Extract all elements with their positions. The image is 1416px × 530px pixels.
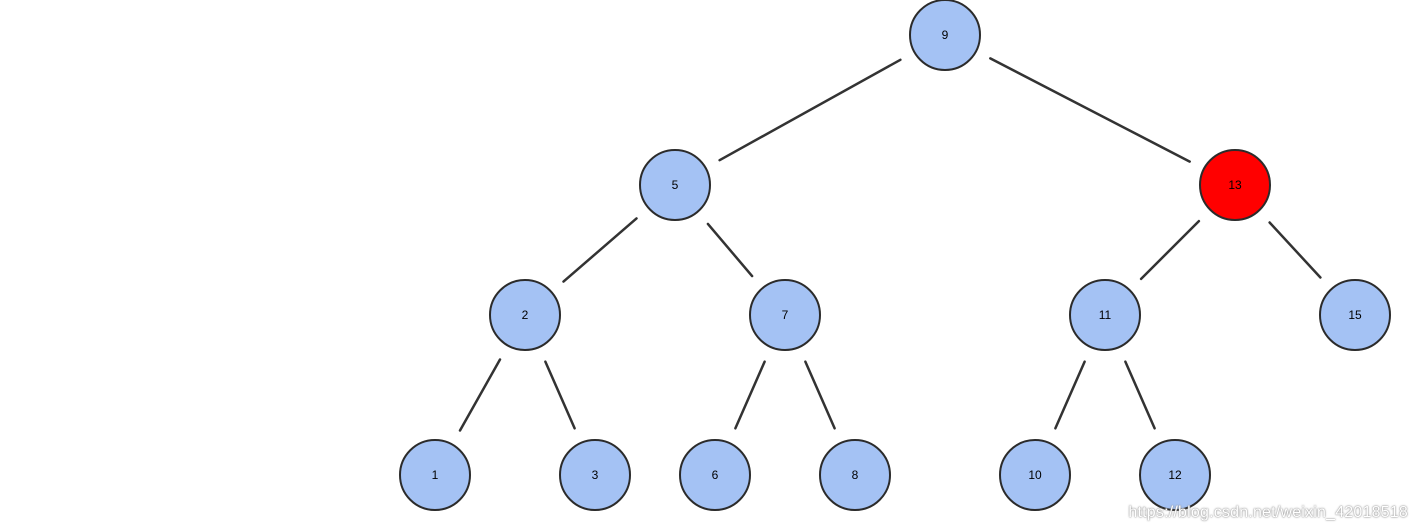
tree-node-12: 12 [1139, 439, 1211, 511]
tree-node-5: 5 [639, 149, 711, 221]
edge-11-12 [1124, 360, 1156, 430]
node-circle [399, 439, 471, 511]
node-label: 2 [522, 308, 529, 322]
tree-node-6: 6 [679, 439, 751, 511]
node-label: 3 [592, 468, 599, 482]
tree-node-8: 8 [819, 439, 891, 511]
node-label: 8 [852, 468, 859, 482]
edge-13-11 [1139, 219, 1201, 281]
node-label: 11 [1099, 308, 1112, 322]
node-circle [749, 279, 821, 351]
node-label: 6 [712, 468, 719, 482]
tree-node-9: 9 [909, 0, 981, 71]
tree-node-13: 13 [1199, 149, 1271, 221]
node-circle [559, 439, 631, 511]
node-circle [1199, 149, 1271, 221]
node-circle [999, 439, 1071, 511]
node-circle [639, 149, 711, 221]
node-label: 13 [1228, 178, 1242, 192]
edge-9-13 [989, 57, 1191, 163]
tree-node-2: 2 [489, 279, 561, 351]
edge-7-8 [804, 360, 836, 430]
tree-node-11: 11 [1069, 279, 1141, 351]
node-circle [1319, 279, 1391, 351]
tree-edges [458, 57, 1322, 432]
node-label: 10 [1028, 468, 1042, 482]
node-circle [909, 0, 981, 71]
edge-11-10 [1054, 360, 1086, 430]
tree-node-15: 15 [1319, 279, 1391, 351]
edge-5-2 [562, 217, 638, 283]
node-label: 9 [942, 28, 949, 42]
tree-node-3: 3 [559, 439, 631, 511]
node-label: 1 [432, 468, 439, 482]
node-circle [679, 439, 751, 511]
edge-7-6 [734, 360, 766, 430]
node-circle [1069, 279, 1141, 351]
node-circle [819, 439, 891, 511]
edge-13-15 [1268, 221, 1322, 279]
node-label: 12 [1168, 468, 1182, 482]
edge-9-5 [718, 58, 902, 162]
tree-node-7: 7 [749, 279, 821, 351]
node-circle [489, 279, 561, 351]
node-label: 15 [1348, 308, 1362, 322]
node-label: 7 [782, 308, 789, 322]
node-label: 5 [672, 178, 679, 192]
edge-2-3 [544, 360, 576, 430]
node-circle [1139, 439, 1211, 511]
edge-2-1 [458, 358, 502, 432]
edge-5-7 [706, 222, 754, 278]
watermark-text: https://blog.csdn.net/weixin_42018518 [1128, 504, 1408, 521]
tree-node-1: 1 [399, 439, 471, 511]
tree-node-10: 10 [999, 439, 1071, 511]
